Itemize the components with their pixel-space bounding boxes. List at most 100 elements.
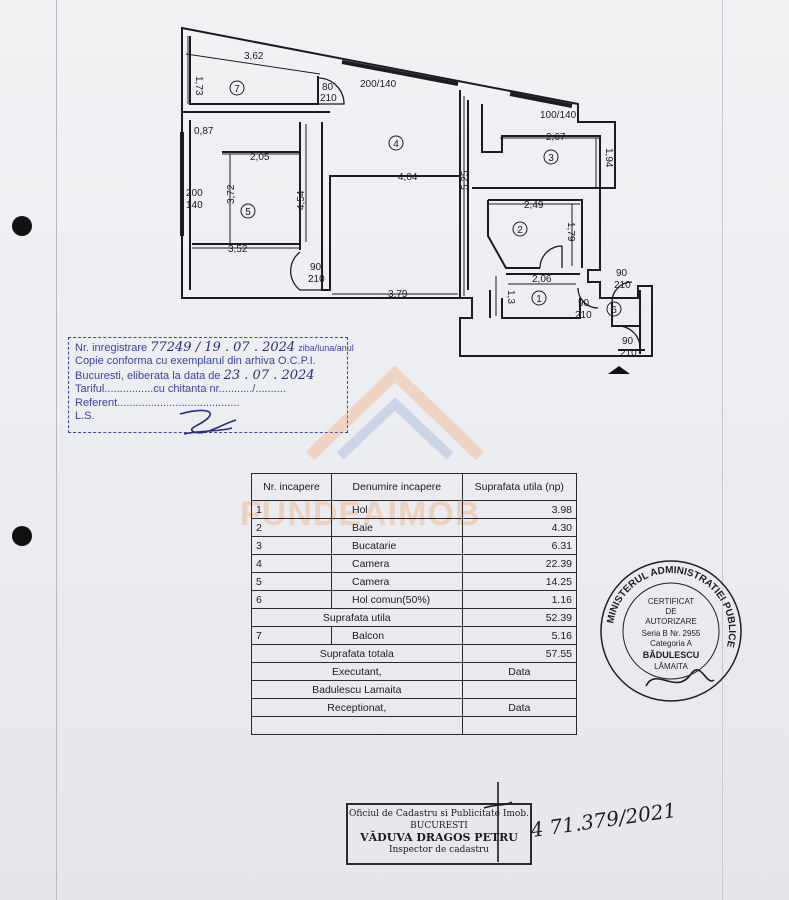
receptionat-label: Receptionat, [251,698,463,717]
registration-handwriting: 77249 / 19 . 07 . 2024 [150,340,296,355]
dimension-label: 3,52 [228,244,248,255]
table-row: 3 Bucatarie 6.31 [251,536,578,555]
signature-scribble [483,782,513,862]
cell-nr: 1 [251,500,332,519]
cell-area: 4.30 [461,518,578,537]
stamp-line: CERTIFICAT [648,597,694,606]
room-marker [512,221,528,237]
header-suprafata: Suprafata utila (np) [461,473,578,501]
room-number: 1 [536,294,542,305]
table-row: 4 Camera 22.39 [251,554,578,573]
entrance-arrow-icon [608,366,630,374]
dimension-label: 2,05 [250,152,270,163]
copy-conform-text: Copie conforma cu exemplarul din arhiva … [75,355,316,368]
fee-line: Tariful................cu chitanta nr...… [75,383,286,396]
referent-line: Referent................................… [75,396,240,409]
cell-area: 1.16 [461,590,578,609]
dimension-label: 100/140 [540,110,577,121]
stamp-line: BĂDULESCU [643,650,700,660]
door-arc [539,245,563,269]
dimension-label: 1,73 [193,76,204,96]
cell-name: Hol comun(50%) [330,590,463,609]
cell-name: Camera [330,554,463,573]
executant-label: Executant, [251,662,463,681]
cell-name: Camera [330,572,463,591]
dimension-label: 1,79 [565,222,576,242]
stamp-line: LĂMAITA [654,662,688,671]
total-value: 57.55 [461,644,578,663]
dimension-label: 2,49 [524,200,544,211]
table-row: 6 Hol comun(50%) 1.16 [251,590,578,609]
cell-area: 6.31 [461,536,578,555]
dimension-label: 3,62 [244,51,264,62]
room-marker [606,301,622,317]
dimension-label: 90 [310,262,322,273]
table-row: 5 Camera 14.25 [251,572,578,591]
ls-line: L.S. [75,410,95,423]
watermark-house-icon [305,365,485,461]
cell-area: 3.98 [461,500,578,519]
cell-nr: 3 [251,536,332,555]
stamp-line: AUTORIZARE [645,617,696,626]
rooms-table: Nr. incapere Denumire incapere Suprafata… [251,473,578,735]
dimension-label: 210 [308,274,325,285]
ocpi-line: BUCURESTI [410,821,468,831]
dimension-label: 0,87 [194,126,214,137]
cell-area: 14.25 [461,572,578,591]
dimension-label: 1,3 [505,290,516,304]
table-row: 2 Baie 4.30 [251,518,578,537]
table-row-subtotal: Suprafata utila 52.39 [251,608,578,627]
cell-name: Balcon [330,626,463,645]
page-edge-line [722,0,723,900]
table-row: 1 Hol 3.98 [251,500,578,519]
cell-name: Baie [330,518,463,537]
executant-name: Badulescu Lamaita [251,680,463,699]
page-fold-line [56,0,57,900]
cell-area: 5.16 [461,626,578,645]
dimension-label: 90 [578,298,590,309]
dimension-label: 5,25 [460,170,471,190]
stamp-line: Categoria A [650,639,692,648]
door-arc [317,77,345,105]
stamp-line: Seria B Nr. 2955 [642,629,701,638]
room-number: 7 [234,84,240,95]
dimension-label: 210 [575,310,592,321]
issued-date-handwriting: 23 . 07 . 2024 [223,367,315,383]
dimension-label: 3,72 [226,184,237,204]
stamp-line: DE [665,607,676,616]
dimension-label: 90 [616,268,628,279]
dimension-label: 80 [322,82,334,93]
door-arc [577,287,599,309]
room-marker [388,135,404,151]
receptionat-date-label: Data [461,698,578,717]
dimension-label: 2,67 [546,132,566,143]
punch-hole [12,216,32,236]
cell-name: Hol [330,500,463,519]
dimension-label: 4,04 [398,172,418,183]
cell-area: 22.39 [461,554,578,573]
table-row-executant: Executant, Data [251,662,578,681]
dimension-label: 140 [186,200,203,211]
subtotal-label: Suprafata utila [251,608,463,627]
issued-date-label: Bucuresti, eliberata la data de [75,369,221,382]
dimension-label: 1,94 [603,148,614,168]
dimension-label: 210 [614,280,631,291]
door-arc [617,325,641,349]
punch-hole [12,526,32,546]
room-number: 4 [393,139,399,150]
dimension-label: 3,79 [388,289,408,300]
ocpi-line: Oficiul de Cadastru si Publicitate Imob. [349,809,529,819]
window-mark [509,92,573,108]
dimension-label: 200/140 [360,79,397,90]
dimension-label: 2,06 [532,274,552,285]
cell-nr: 2 [251,518,332,537]
room-marker [229,80,245,96]
dimension-label: 4,54 [296,190,307,210]
room-marker [543,149,559,165]
certification-stamp: Nr. inregistrare 77249 / 19 . 07 . 2024 … [68,337,354,433]
table-header-row: Nr. incapere Denumire incapere Suprafata… [251,473,578,501]
ocpi-name: VĂDUVA DRAGOS PETRU [360,831,518,844]
cell-nr: 7 [251,626,332,645]
registration-date-label: ziba/luna/anul [298,343,354,353]
